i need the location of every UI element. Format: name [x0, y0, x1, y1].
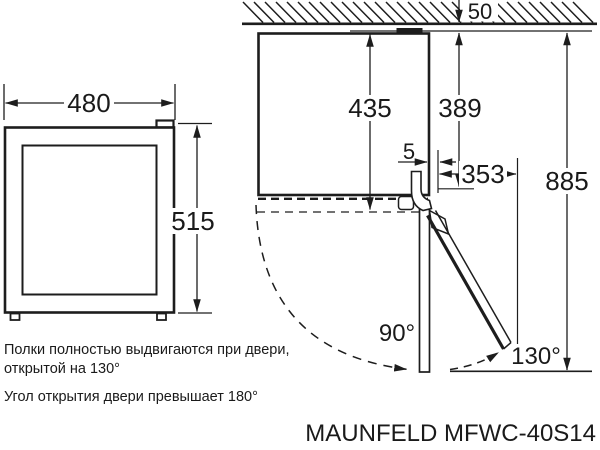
hatch-stroke — [253, 1, 275, 24]
dim-480-label: 480 — [64, 90, 114, 116]
hatch-stroke — [319, 1, 341, 24]
door-swing-arc-130 — [449, 351, 499, 371]
hatch-stroke — [242, 1, 264, 24]
cabinet-side-outline — [257, 32, 431, 197]
hatch-stroke — [308, 1, 330, 24]
hinge-arm — [410, 170, 433, 212]
hatch-stroke — [506, 1, 528, 24]
hinge-mount-bracket — [397, 195, 415, 211]
dim-389-label: 389 — [436, 95, 484, 121]
hatch-stroke — [264, 1, 286, 24]
angle-130-label: 130° — [511, 343, 561, 370]
door-open-90 — [418, 204, 431, 373]
dim-353-label: 353 — [459, 161, 507, 187]
hatch-stroke — [418, 1, 440, 24]
hatch-stroke — [495, 1, 517, 24]
hatch-stroke — [539, 1, 561, 24]
hatch-stroke — [363, 1, 385, 24]
hatch-stroke — [429, 1, 451, 24]
front-view-drawing — [3, 84, 212, 321]
hatch-stroke — [341, 1, 363, 24]
hatch-stroke — [286, 1, 308, 24]
dim-5-label: 5 — [402, 139, 416, 164]
side-handle — [396, 28, 423, 33]
hatch-stroke — [396, 1, 418, 24]
door-swing-arc — [255, 204, 407, 372]
hatch-stroke — [440, 1, 462, 24]
hatch-stroke — [572, 1, 594, 24]
cabinet-front-outline — [3, 126, 176, 314]
side-view-drawing — [242, 0, 597, 373]
door-130-front-face — [426, 214, 505, 350]
hatch-stroke — [528, 1, 550, 24]
dim-515-label: 515 — [169, 208, 217, 234]
hatch-stroke — [517, 1, 539, 24]
hatch-stroke — [374, 1, 396, 24]
hatch-stroke — [550, 1, 572, 24]
note-shelves-line1: Полки полностью выдвигаются при двери, — [4, 342, 290, 358]
hatch-stroke — [352, 1, 374, 24]
dim-50-label: 50 — [467, 0, 493, 24]
hatch-stroke — [330, 1, 352, 24]
ceiling-hatch — [242, 1, 594, 24]
model-name: MAUNFELD MFWC-40S14 — [305, 420, 596, 447]
angle-90-label: 90° — [378, 320, 416, 347]
hatch-stroke — [407, 1, 429, 24]
dim-435-label: 435 — [346, 95, 394, 121]
hatch-stroke — [385, 1, 407, 24]
door-130-end-cap — [503, 341, 512, 350]
door-130-rear-face — [434, 210, 512, 343]
note-shelves-line2: открытой на 130° — [4, 361, 120, 377]
foot-left — [9, 312, 21, 321]
hatch-stroke — [561, 1, 583, 24]
note-opening-angle: Угол открытия двери превышает 180° — [4, 389, 258, 405]
dim-885-label: 885 — [543, 168, 591, 194]
foot-right — [156, 312, 167, 321]
glass-door-frame — [21, 144, 158, 296]
hatch-stroke — [297, 1, 319, 24]
hatch-stroke — [275, 1, 297, 24]
door-open-130 — [426, 210, 512, 350]
hatch-gap-behind-label — [460, 0, 498, 22]
